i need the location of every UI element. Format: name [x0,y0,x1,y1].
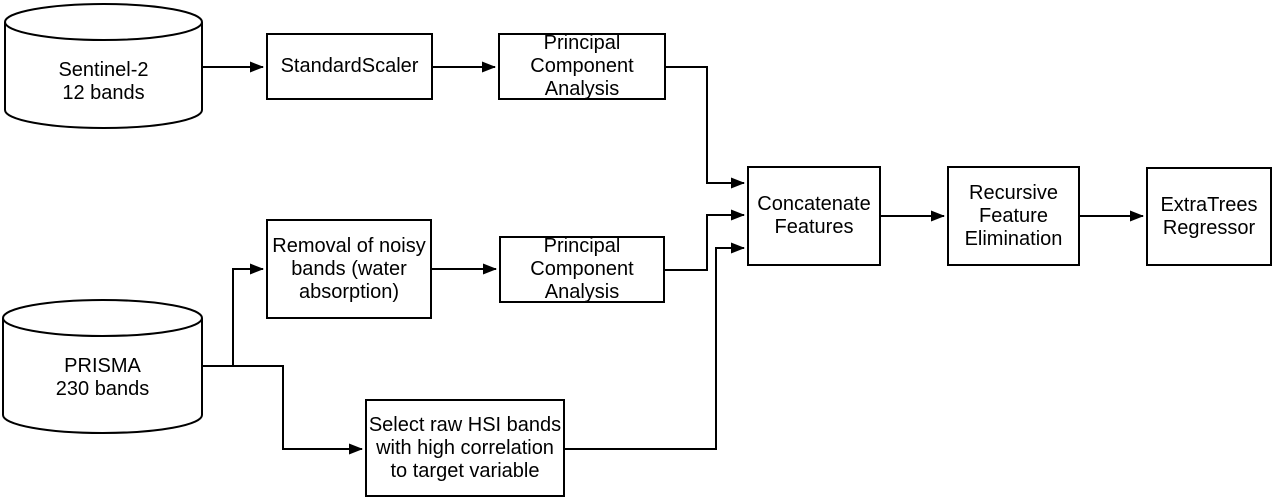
standardscaler-label: StandardScaler [280,55,419,77]
edge-pca-top-concatenate [665,66,745,189]
rfe-label-line: Elimination [964,227,1063,250]
extratrees-regressor-box: ExtraTrees Regressor [1146,167,1272,266]
prisma-label: PRISMA 230 bands [3,330,202,425]
rfe-label-line: Recursive [969,181,1058,204]
pca-top-box: Principal Component Analysis [498,32,666,100]
rfe-label-line: Feature [979,204,1048,227]
edge-select-raw-hsi-concatenate [565,242,745,450]
select-raw-hsi-label-line: to target variable [390,459,540,482]
pca-mid-label-line: Component [530,258,634,280]
sentinel2-label-line: 12 bands [62,82,145,104]
sentinel2-label-line: Sentinel-2 [58,59,149,81]
edge-pca-mid-concatenate [665,209,745,271]
removal-noisy-bands-label-line: absorption) [298,280,400,303]
pca-top-label-line: Component [530,55,634,77]
removal-noisy-bands-label-line: Removal of noisy [272,234,426,257]
extratrees-regressor-label-line: ExtraTrees [1160,193,1258,216]
edge-prisma-removal-noisy-bands [232,263,264,366]
select-raw-hsi-label-line: Select raw HSI bands [368,413,562,436]
removal-noisy-bands-label-line: bands (water [291,257,407,280]
prisma-label-line: PRISMA [64,354,141,377]
prisma-cylinder [2,299,203,434]
edge-prisma-select-raw-hsi [202,365,363,455]
concatenate-features-label-line: Features [774,216,854,238]
recursive-feature-elimination-box: Recursive Feature Elimination [947,166,1080,266]
sentinel2-label: Sentinel-2 12 bands [5,38,202,126]
concatenate-features-box: Concatenate Features [747,166,881,266]
sentinel2-cylinder [4,3,203,129]
pca-top-label-line: Analysis [544,78,620,100]
select-raw-hsi-label-line: with high correlation [376,436,554,459]
pca-mid-box: Principal Component Analysis [499,235,665,303]
standardscaler-box: StandardScaler [266,33,433,100]
concatenate-features-label-line: Concatenate [757,193,871,215]
pca-mid-label-line: Principal [543,235,621,257]
prisma-label-line: 230 bands [55,377,150,400]
removal-noisy-bands-box: Removal of noisy bands (water absorption… [266,219,432,319]
select-raw-hsi-box: Select raw HSI bands with high correlati… [365,399,565,497]
extratrees-regressor-label-line: Regressor [1162,216,1256,239]
pca-mid-label-line: Analysis [544,281,620,303]
pca-top-label-line: Principal [543,32,621,54]
